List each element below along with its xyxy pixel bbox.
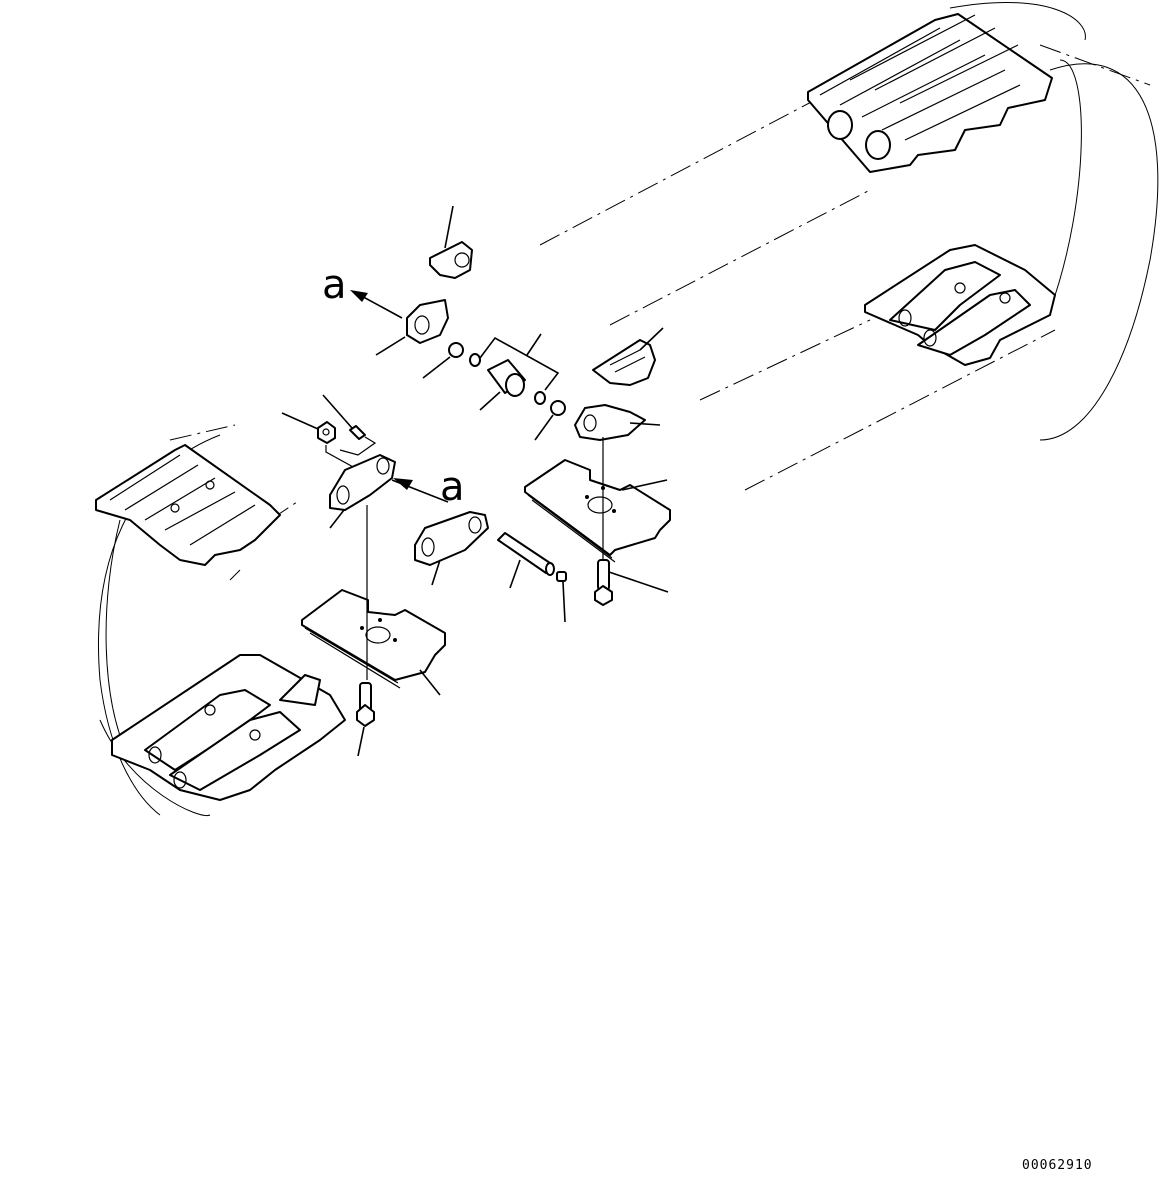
view-arrow-a-upper: a bbox=[322, 262, 403, 319]
view-label-a-upper: a bbox=[322, 262, 347, 308]
seal-bracket bbox=[479, 333, 560, 391]
pin-stopper bbox=[322, 394, 377, 469]
bushing bbox=[479, 359, 526, 411]
shoe-plate-right bbox=[524, 437, 671, 563]
track-link-group-bottom-left bbox=[111, 654, 346, 801]
seal-left bbox=[422, 342, 464, 379]
master-link-right-upper bbox=[592, 327, 664, 386]
track-shoe-group-left bbox=[95, 444, 281, 566]
master-link-left-upper bbox=[375, 299, 449, 356]
track-shoe-group-top-right bbox=[807, 13, 1053, 173]
master-link-upper bbox=[429, 205, 473, 279]
link-left: a bbox=[329, 454, 465, 529]
spacer-right bbox=[534, 400, 566, 441]
shoe-bolt-right bbox=[594, 559, 669, 606]
seal-right bbox=[534, 391, 546, 405]
nut bbox=[281, 412, 336, 444]
spacer-left bbox=[469, 353, 481, 367]
shoe-plate-left bbox=[301, 505, 446, 696]
shoe-bolt-left bbox=[356, 682, 375, 757]
master-pin bbox=[497, 532, 555, 589]
view-label-a-lower: a bbox=[440, 464, 465, 510]
drawing-reference-number: 00062910 bbox=[1022, 1158, 1093, 1173]
link-left-lower bbox=[414, 511, 489, 586]
track-link-group-right bbox=[864, 244, 1056, 366]
pin-plug bbox=[556, 571, 567, 623]
master-link-right-lower bbox=[574, 404, 661, 441]
